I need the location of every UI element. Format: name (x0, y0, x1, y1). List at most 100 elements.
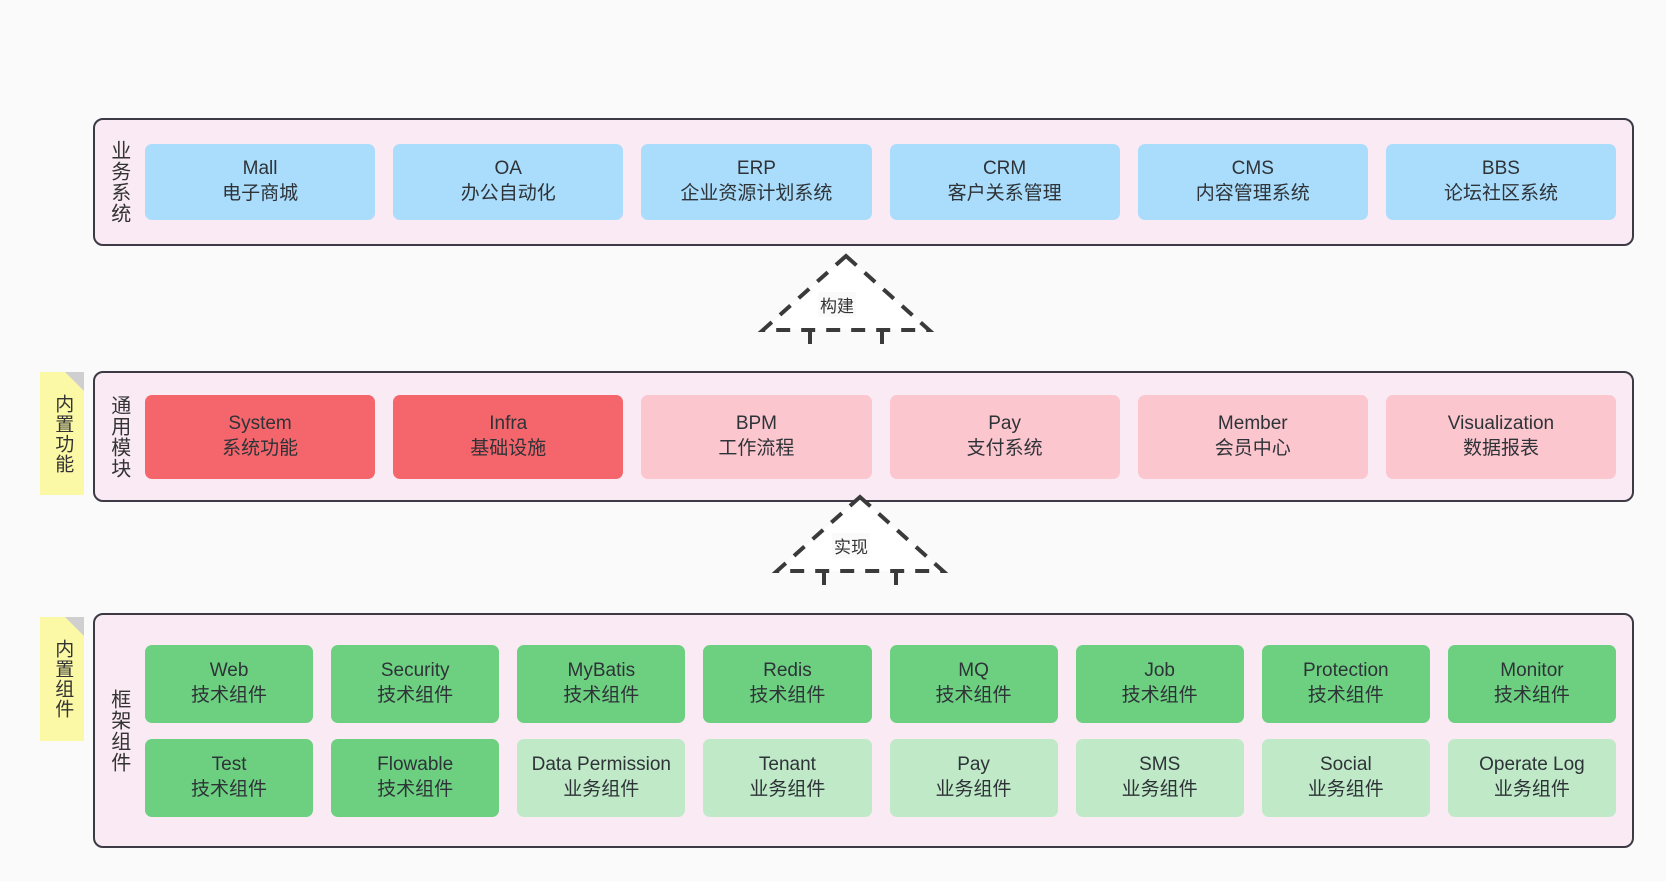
node-system[interactable]: System 系统功能 (145, 394, 376, 479)
node-infra[interactable]: Infra 基础设施 (393, 394, 624, 479)
page-fold-icon (65, 372, 84, 391)
node-bbs-name: BBS (1481, 158, 1520, 180)
node-protection-name: Protection (1303, 659, 1389, 681)
node-data-permission-desc: 业务组件 (563, 778, 640, 800)
connector-build-label: 构建 (818, 292, 856, 317)
node-bbs[interactable]: BBS 论坛社区系统 (1385, 144, 1617, 220)
node-mybatis-desc: 技术组件 (563, 684, 640, 706)
node-pay-module-name: Pay (988, 412, 1021, 434)
node-system-name: System (228, 412, 292, 434)
node-flowable-name: Flowable (377, 753, 454, 775)
node-flowable[interactable]: Flowable 技术组件 (331, 738, 500, 817)
node-mybatis-name: MyBatis (567, 659, 636, 681)
node-erp-desc: 企业资源计划系统 (680, 183, 833, 204)
node-sms-name: SMS (1139, 753, 1181, 775)
node-social[interactable]: Social 业务组件 (1261, 738, 1430, 817)
node-redis[interactable]: Redis 技术组件 (703, 644, 872, 723)
node-social-name: Social (1319, 753, 1372, 775)
connector-stem (822, 571, 898, 591)
node-tenant-desc: 业务组件 (749, 778, 826, 800)
node-erp-name: ERP (736, 158, 776, 180)
node-crm-name: CRM (982, 158, 1027, 180)
framework-row-technical: Web 技术组件 Security 技术组件 MyBatis 技术组件 Redi… (145, 644, 1616, 723)
node-bpm-desc: 工作流程 (718, 437, 795, 459)
node-crm[interactable]: CRM 客户关系管理 (889, 144, 1120, 220)
layer-business-systems: 业务系统 Mall 电子商城 OA 办公自动化 ERP 企业资源计划系统 CRM… (93, 118, 1634, 246)
node-web-desc: 技术组件 (191, 684, 268, 706)
node-bbs-desc: 论坛社区系统 (1443, 183, 1558, 204)
node-protection-desc: 技术组件 (1307, 684, 1384, 706)
node-mq[interactable]: MQ 技术组件 (889, 644, 1058, 723)
node-cms-name: CMS (1231, 158, 1274, 180)
sticky-note-builtin-components[interactable]: 内置组件 (40, 617, 84, 741)
node-operate-log[interactable]: Operate Log 业务组件 (1447, 738, 1616, 817)
node-protection[interactable]: Protection 技术组件 (1261, 644, 1430, 723)
node-pay-module[interactable]: Pay 支付系统 (889, 394, 1120, 479)
node-mall[interactable]: Mall 电子商城 (145, 144, 376, 220)
node-tenant[interactable]: Tenant 业务组件 (703, 738, 872, 817)
node-social-desc: 业务组件 (1307, 778, 1384, 800)
node-pay-module-desc: 支付系统 (966, 437, 1043, 459)
sticky-note-builtin-features[interactable]: 内置功能 (40, 372, 84, 495)
node-test[interactable]: Test 技术组件 (145, 738, 314, 817)
node-mq-desc: 技术组件 (935, 684, 1012, 706)
layer-business-systems-title: 业务系统 (107, 140, 130, 224)
layer-framework-components-body: Web 技术组件 Security 技术组件 MyBatis 技术组件 Redi… (141, 615, 1632, 846)
node-member-name: Member (1217, 412, 1288, 434)
connector-realize: 实现 (771, 493, 949, 593)
node-security-name: Security (380, 659, 450, 681)
node-cms-desc: 内容管理系统 (1195, 183, 1310, 204)
connector-build: 构建 (757, 252, 935, 352)
layer-framework-components: 框架组件 Web 技术组件 Security 技术组件 MyBatis 技术组件… (93, 613, 1634, 848)
layer-common-modules: 通用模块 System 系统功能 Infra 基础设施 BPM 工作流程 Pay… (93, 371, 1634, 502)
node-pay-component[interactable]: Pay 业务组件 (889, 738, 1058, 817)
node-visualization-desc: 数据报表 (1462, 437, 1539, 459)
node-mq-name: MQ (958, 659, 989, 681)
node-web[interactable]: Web 技术组件 (145, 644, 314, 723)
node-web-name: Web (209, 659, 249, 681)
node-job[interactable]: Job 技术组件 (1075, 644, 1244, 723)
node-operate-log-name: Operate Log (1479, 753, 1585, 775)
node-mybatis[interactable]: MyBatis 技术组件 (517, 644, 686, 723)
layer-common-modules-body: System 系统功能 Infra 基础设施 BPM 工作流程 Pay 支付系统… (141, 373, 1632, 500)
node-monitor[interactable]: Monitor 技术组件 (1447, 644, 1616, 723)
node-visualization-name: Visualization (1447, 412, 1555, 434)
node-bpm[interactable]: BPM 工作流程 (641, 394, 872, 479)
connector-stem (808, 330, 884, 350)
node-crm-desc: 客户关系管理 (947, 183, 1062, 204)
connector-realize-label: 实现 (832, 533, 870, 558)
node-redis-desc: 技术组件 (749, 684, 826, 706)
node-pay-component-desc: 业务组件 (935, 778, 1012, 800)
node-test-desc: 技术组件 (191, 778, 268, 800)
node-mall-desc: 电子商城 (222, 183, 299, 204)
node-member[interactable]: Member 会员中心 (1137, 394, 1368, 479)
node-erp[interactable]: ERP 企业资源计划系统 (641, 144, 872, 220)
node-oa-desc: 办公自动化 (460, 183, 556, 204)
node-job-name: Job (1144, 659, 1175, 681)
node-oa[interactable]: OA 办公自动化 (393, 144, 624, 220)
node-sms-desc: 业务组件 (1121, 778, 1198, 800)
node-pay-component-name: Pay (957, 753, 990, 775)
sticky-note-builtin-features-label: 内置功能 (52, 393, 74, 474)
node-oa-name: OA (494, 158, 522, 180)
node-monitor-name: Monitor (1500, 659, 1564, 681)
node-member-desc: 会员中心 (1214, 437, 1291, 459)
node-security[interactable]: Security 技术组件 (331, 644, 500, 723)
node-test-name: Test (211, 753, 247, 775)
layer-common-modules-title: 通用模块 (107, 394, 130, 479)
node-mall-name: Mall (242, 158, 278, 180)
node-tenant-name: Tenant (758, 753, 816, 775)
node-cms[interactable]: CMS 内容管理系统 (1137, 144, 1368, 220)
node-infra-desc: 基础设施 (470, 437, 547, 459)
node-system-desc: 系统功能 (222, 437, 299, 459)
sticky-note-builtin-components-label: 内置组件 (52, 639, 74, 719)
page-fold-icon (65, 617, 84, 636)
node-sms[interactable]: SMS 业务组件 (1075, 738, 1244, 817)
framework-row-business: Test 技术组件 Flowable 技术组件 Data Permission … (145, 738, 1616, 817)
node-data-permission[interactable]: Data Permission 业务组件 (517, 738, 686, 817)
node-security-desc: 技术组件 (377, 684, 454, 706)
node-job-desc: 技术组件 (1121, 684, 1198, 706)
node-monitor-desc: 技术组件 (1493, 684, 1570, 706)
node-operate-log-desc: 业务组件 (1493, 778, 1570, 800)
node-visualization[interactable]: Visualization 数据报表 (1385, 394, 1617, 479)
